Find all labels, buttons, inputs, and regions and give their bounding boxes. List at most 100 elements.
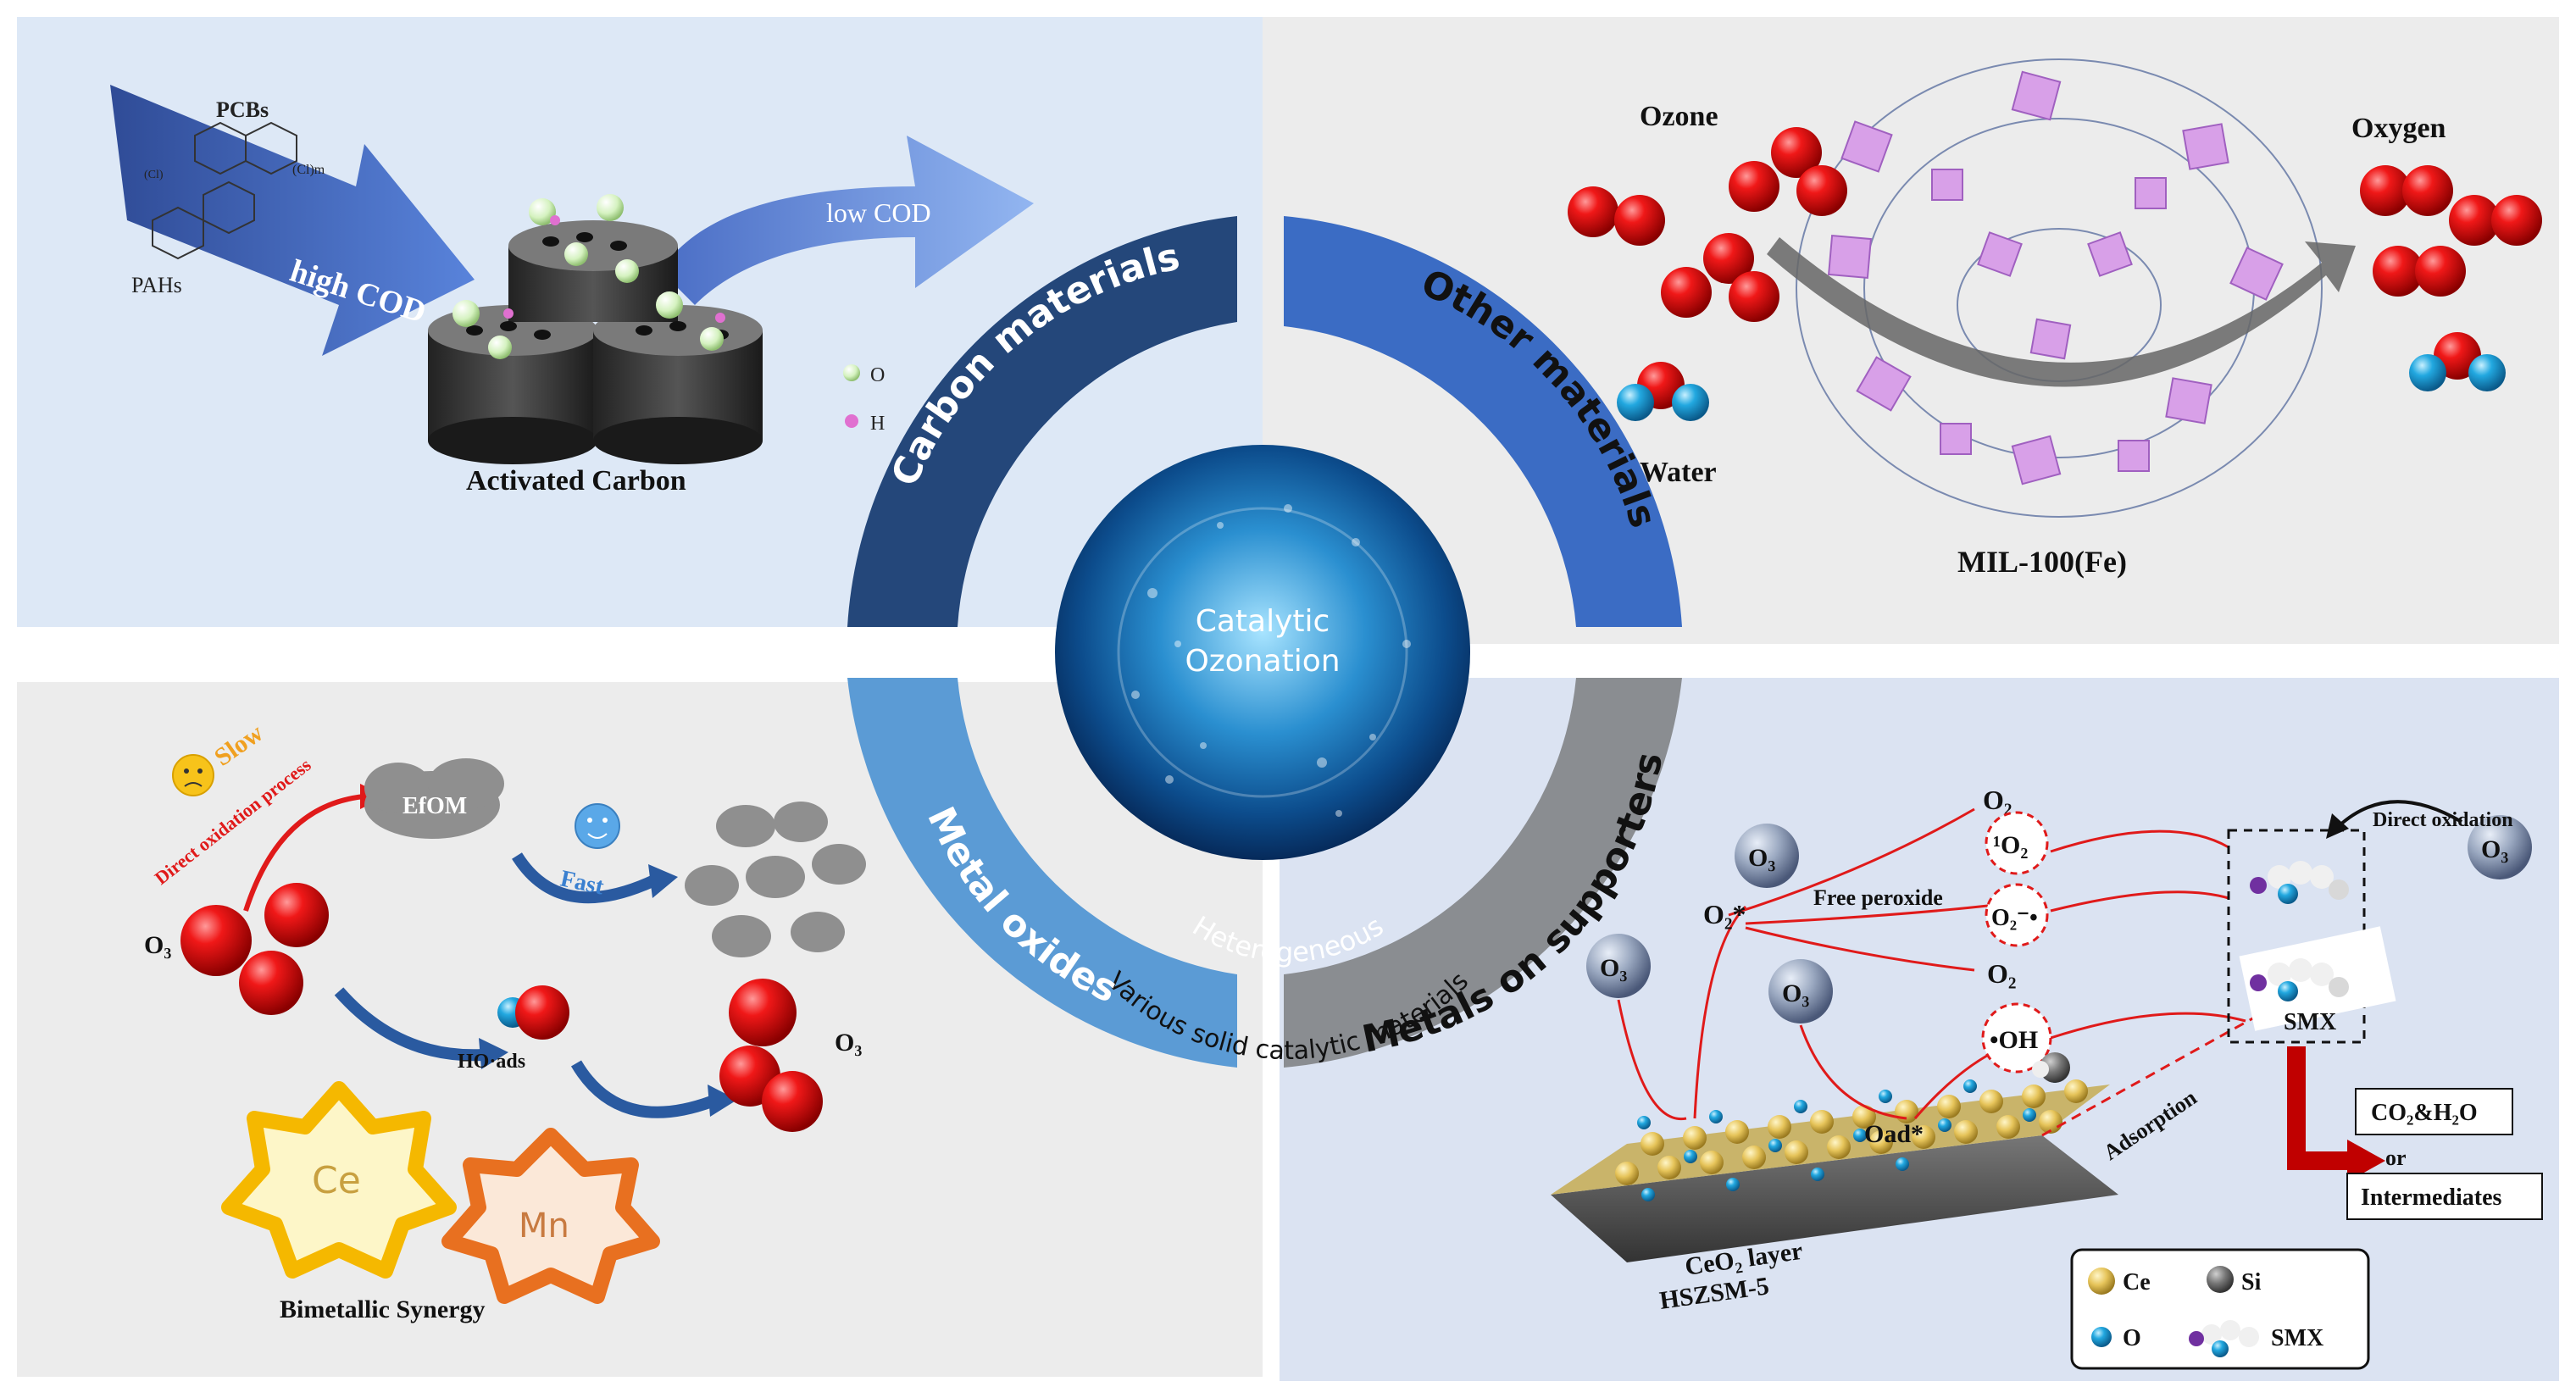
svg-text:O₃: O₃ <box>1748 844 1775 872</box>
water-molecule-right <box>2409 332 2506 391</box>
hydroxyl-label: •OH <box>1990 1026 2038 1054</box>
legend-o-label-q4: O <box>2123 1325 2141 1351</box>
other-quadrant: Ozone Oxygen Water MIL-100(Fe) <box>1568 58 2542 579</box>
svg-text:O₃: O₃ <box>1600 954 1627 982</box>
free-peroxide-label: Free peroxide <box>1813 885 1943 910</box>
pahs-label: PAHs <box>131 273 182 297</box>
mil100-caption: MIL-100(Fe) <box>1957 545 2127 579</box>
legend-si-label: Si <box>2241 1269 2262 1295</box>
oxygen-label: Oxygen <box>2351 113 2446 144</box>
ozone-molecule-left <box>180 883 329 1015</box>
legend-ce-swatch <box>2088 1268 2115 1295</box>
legend-h-label: H <box>870 413 885 435</box>
fast-arrow <box>512 852 655 904</box>
ce-label: Ce <box>312 1159 361 1202</box>
ho-ads-label: HO·ads <box>458 1051 525 1073</box>
center-title-line2: Ozonation <box>1185 644 1340 679</box>
superoxide-label: O₂⁻• <box>1991 905 2038 931</box>
center-title-line1: Catalytic <box>1196 604 1330 639</box>
efom-label: EfOM <box>402 793 467 819</box>
oh-ball <box>2032 1052 2070 1083</box>
sad-face-icon <box>172 754 214 796</box>
intermediates-box <box>2346 1173 2543 1220</box>
happy-face-icon <box>575 803 620 849</box>
ozone-molecule-right <box>719 979 823 1132</box>
ce-star-icon <box>221 1081 457 1279</box>
bimetallic-caption: Bimetallic Synergy <box>280 1295 485 1323</box>
mn-star-icon <box>441 1128 660 1304</box>
efom-cloud <box>364 758 504 839</box>
center-water-disc <box>1055 445 1470 860</box>
water-label: Water <box>1640 457 1717 488</box>
co2-label: CO₂&H₂O <box>2371 1100 2478 1126</box>
ozone-label: Ozone <box>1640 101 1718 132</box>
legend-o-swatch-q4 <box>2091 1327 2112 1347</box>
singlet-o2-circle <box>1985 811 2049 875</box>
activated-carbon-pellets <box>428 194 763 464</box>
ceo2-slab <box>1551 1069 2118 1262</box>
o3-right-label: O₃ <box>835 1029 862 1057</box>
formula-left: (Cl) <box>144 169 164 181</box>
mn-label: Mn <box>519 1207 569 1245</box>
intermediates-label: Intermediates <box>2361 1184 2502 1211</box>
o2-mid-label: O₂ <box>1987 958 2016 989</box>
low-cod-label: low COD <box>826 197 931 228</box>
adsorption-arrow <box>334 987 484 1062</box>
ozone-molecules <box>1568 127 1847 322</box>
high-cod-arrow <box>110 85 475 356</box>
mof-clusters <box>1827 70 2284 485</box>
smx-label: SMX <box>2284 1009 2336 1035</box>
activated-carbon-caption: Activated Carbon <box>466 465 686 497</box>
degraded-fragments <box>685 802 866 957</box>
legend-o-label: O <box>870 364 885 386</box>
co2-box <box>2355 1088 2513 1135</box>
singlet-o2-label: ¹O₂ <box>1993 831 2028 859</box>
o2-top-label: O₂ <box>1983 785 2012 815</box>
adsorption-line <box>2041 1007 2272 1137</box>
legend-smx-label: SMX <box>2271 1325 2323 1351</box>
smx-molecule-1 <box>2250 861 2349 904</box>
legend-o-swatch <box>843 364 860 381</box>
direct-oxidation-arrow <box>2337 800 2463 828</box>
legend-si-swatch <box>2207 1266 2234 1293</box>
svg-text:O₃: O₃ <box>2481 835 2508 863</box>
slow-arrow <box>243 794 365 912</box>
legend-h-swatch <box>845 414 858 428</box>
water-molecule-left <box>1617 362 1709 421</box>
hydroxyl-circle <box>1981 1002 2052 1073</box>
product-arrow <box>2287 1046 2356 1170</box>
o3-left-label: O₃ <box>144 931 171 959</box>
ring-segment-supported <box>1284 678 1682 1068</box>
ho-ads-molecule <box>497 985 569 1040</box>
bubbles <box>1131 504 1411 817</box>
pcb-molecule <box>152 121 297 260</box>
low-cod-arrow <box>661 136 1034 305</box>
carbon-quadrant: PCBs PAHs (Cl)m (Cl) high COD low COD <box>110 85 1034 497</box>
pcbs-label: PCBs <box>216 97 269 122</box>
legend-smx-swatch <box>2189 1320 2259 1357</box>
oad-label: Oad* <box>1864 1120 1924 1148</box>
or-label: or <box>2385 1146 2407 1170</box>
o3-sphere-1: O₃ <box>1735 824 1799 888</box>
o3-sphere-3: O₃ <box>1768 959 1833 1024</box>
conversion-arrow <box>1767 237 2356 387</box>
svg-text:O₃: O₃ <box>1782 979 1809 1007</box>
oxygen-molecules <box>2360 165 2542 297</box>
supported-quadrant: CeO₂ layer HSZSM-5 O₃ O₃ O₃ O₃ <box>1551 785 2543 1370</box>
o3-sphere-4: O₃ <box>2468 815 2532 879</box>
legend-box <box>2070 1248 2370 1370</box>
metal-oxides-quadrant: Slow Direct oxidation process EfOM Fast … <box>144 718 866 1323</box>
smx-molecule-2 <box>2250 958 2349 1001</box>
ring-segment-metal-oxides <box>847 678 1237 1068</box>
ring-segment-carbon <box>847 216 1237 627</box>
o3-sphere-2: O₃ <box>1586 934 1651 998</box>
superoxide-circle <box>1985 883 2049 947</box>
regeneration-arrow <box>570 1060 714 1118</box>
direct-oxidation-label: Direct oxidation <box>2373 809 2513 831</box>
legend-ce-label: Ce <box>2123 1269 2151 1295</box>
o2-star-label: O₂* <box>1703 899 1746 929</box>
smx-box <box>2227 829 2366 1044</box>
ring-segment-other <box>1284 216 1682 627</box>
formula-right: (Cl)m <box>292 163 325 177</box>
panel-metal-oxides <box>17 682 1263 1377</box>
